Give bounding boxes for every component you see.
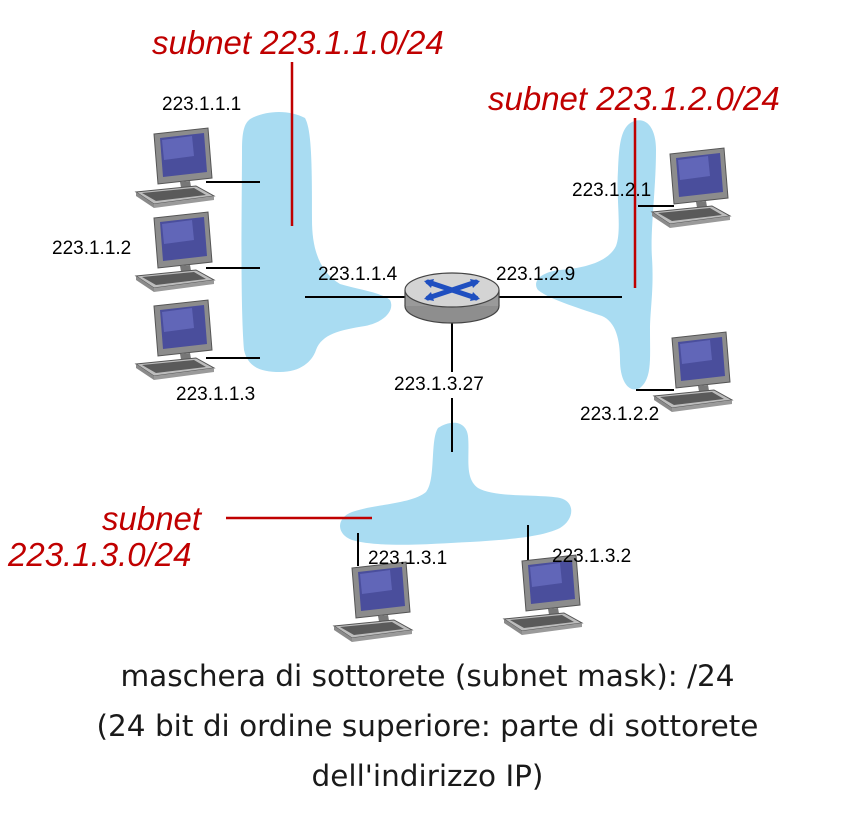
computer-icon-host-111: [135, 127, 215, 209]
subnet-1-blob: [241, 112, 392, 372]
computer-icon-host-113: [135, 299, 215, 381]
computer-icon-host-122: [653, 331, 733, 413]
host-ip-label: 223.1.3.1: [368, 548, 447, 569]
computer-icon-host-121: [651, 147, 731, 229]
subnet-3-label-line2: 223.1.3.0/24: [7, 536, 192, 573]
host-ip-label: 223.1.1.3: [176, 384, 255, 405]
host-ip-label: 223.1.1.1: [162, 94, 241, 115]
host-ip-label: 223.1.2.2: [580, 404, 659, 425]
host-ip-label: 223.1.3.2: [552, 546, 631, 567]
computer-icon-host-131: [333, 561, 413, 643]
subnet-3-label-line1: subnet: [102, 500, 203, 537]
computer-icon-host-132: [503, 554, 583, 636]
router-interface-label: 223.1.2.9: [496, 264, 575, 285]
subnet-2-blob: [536, 120, 656, 390]
subnet-3-blob: [340, 422, 572, 545]
router-icon: [404, 272, 500, 324]
caption-line-1: maschera di sottorete (subnet mask): /24: [120, 659, 735, 693]
computer-icon-host-112: [135, 211, 215, 293]
router-interface-label: 223.1.3.27: [394, 374, 484, 395]
caption-line-2: (24 bit di ordine superiore: parte di so…: [96, 709, 759, 743]
subnet-2-label: subnet 223.1.2.0/24: [488, 80, 780, 117]
subnet-1-label: subnet 223.1.1.0/24: [152, 24, 444, 61]
host-ip-label: 223.1.2.1: [572, 180, 651, 201]
caption-line-3: dell'indirizzo IP): [311, 759, 544, 793]
router-interface-label: 223.1.1.4: [318, 264, 398, 285]
host-ip-label: 223.1.1.2: [52, 238, 131, 259]
